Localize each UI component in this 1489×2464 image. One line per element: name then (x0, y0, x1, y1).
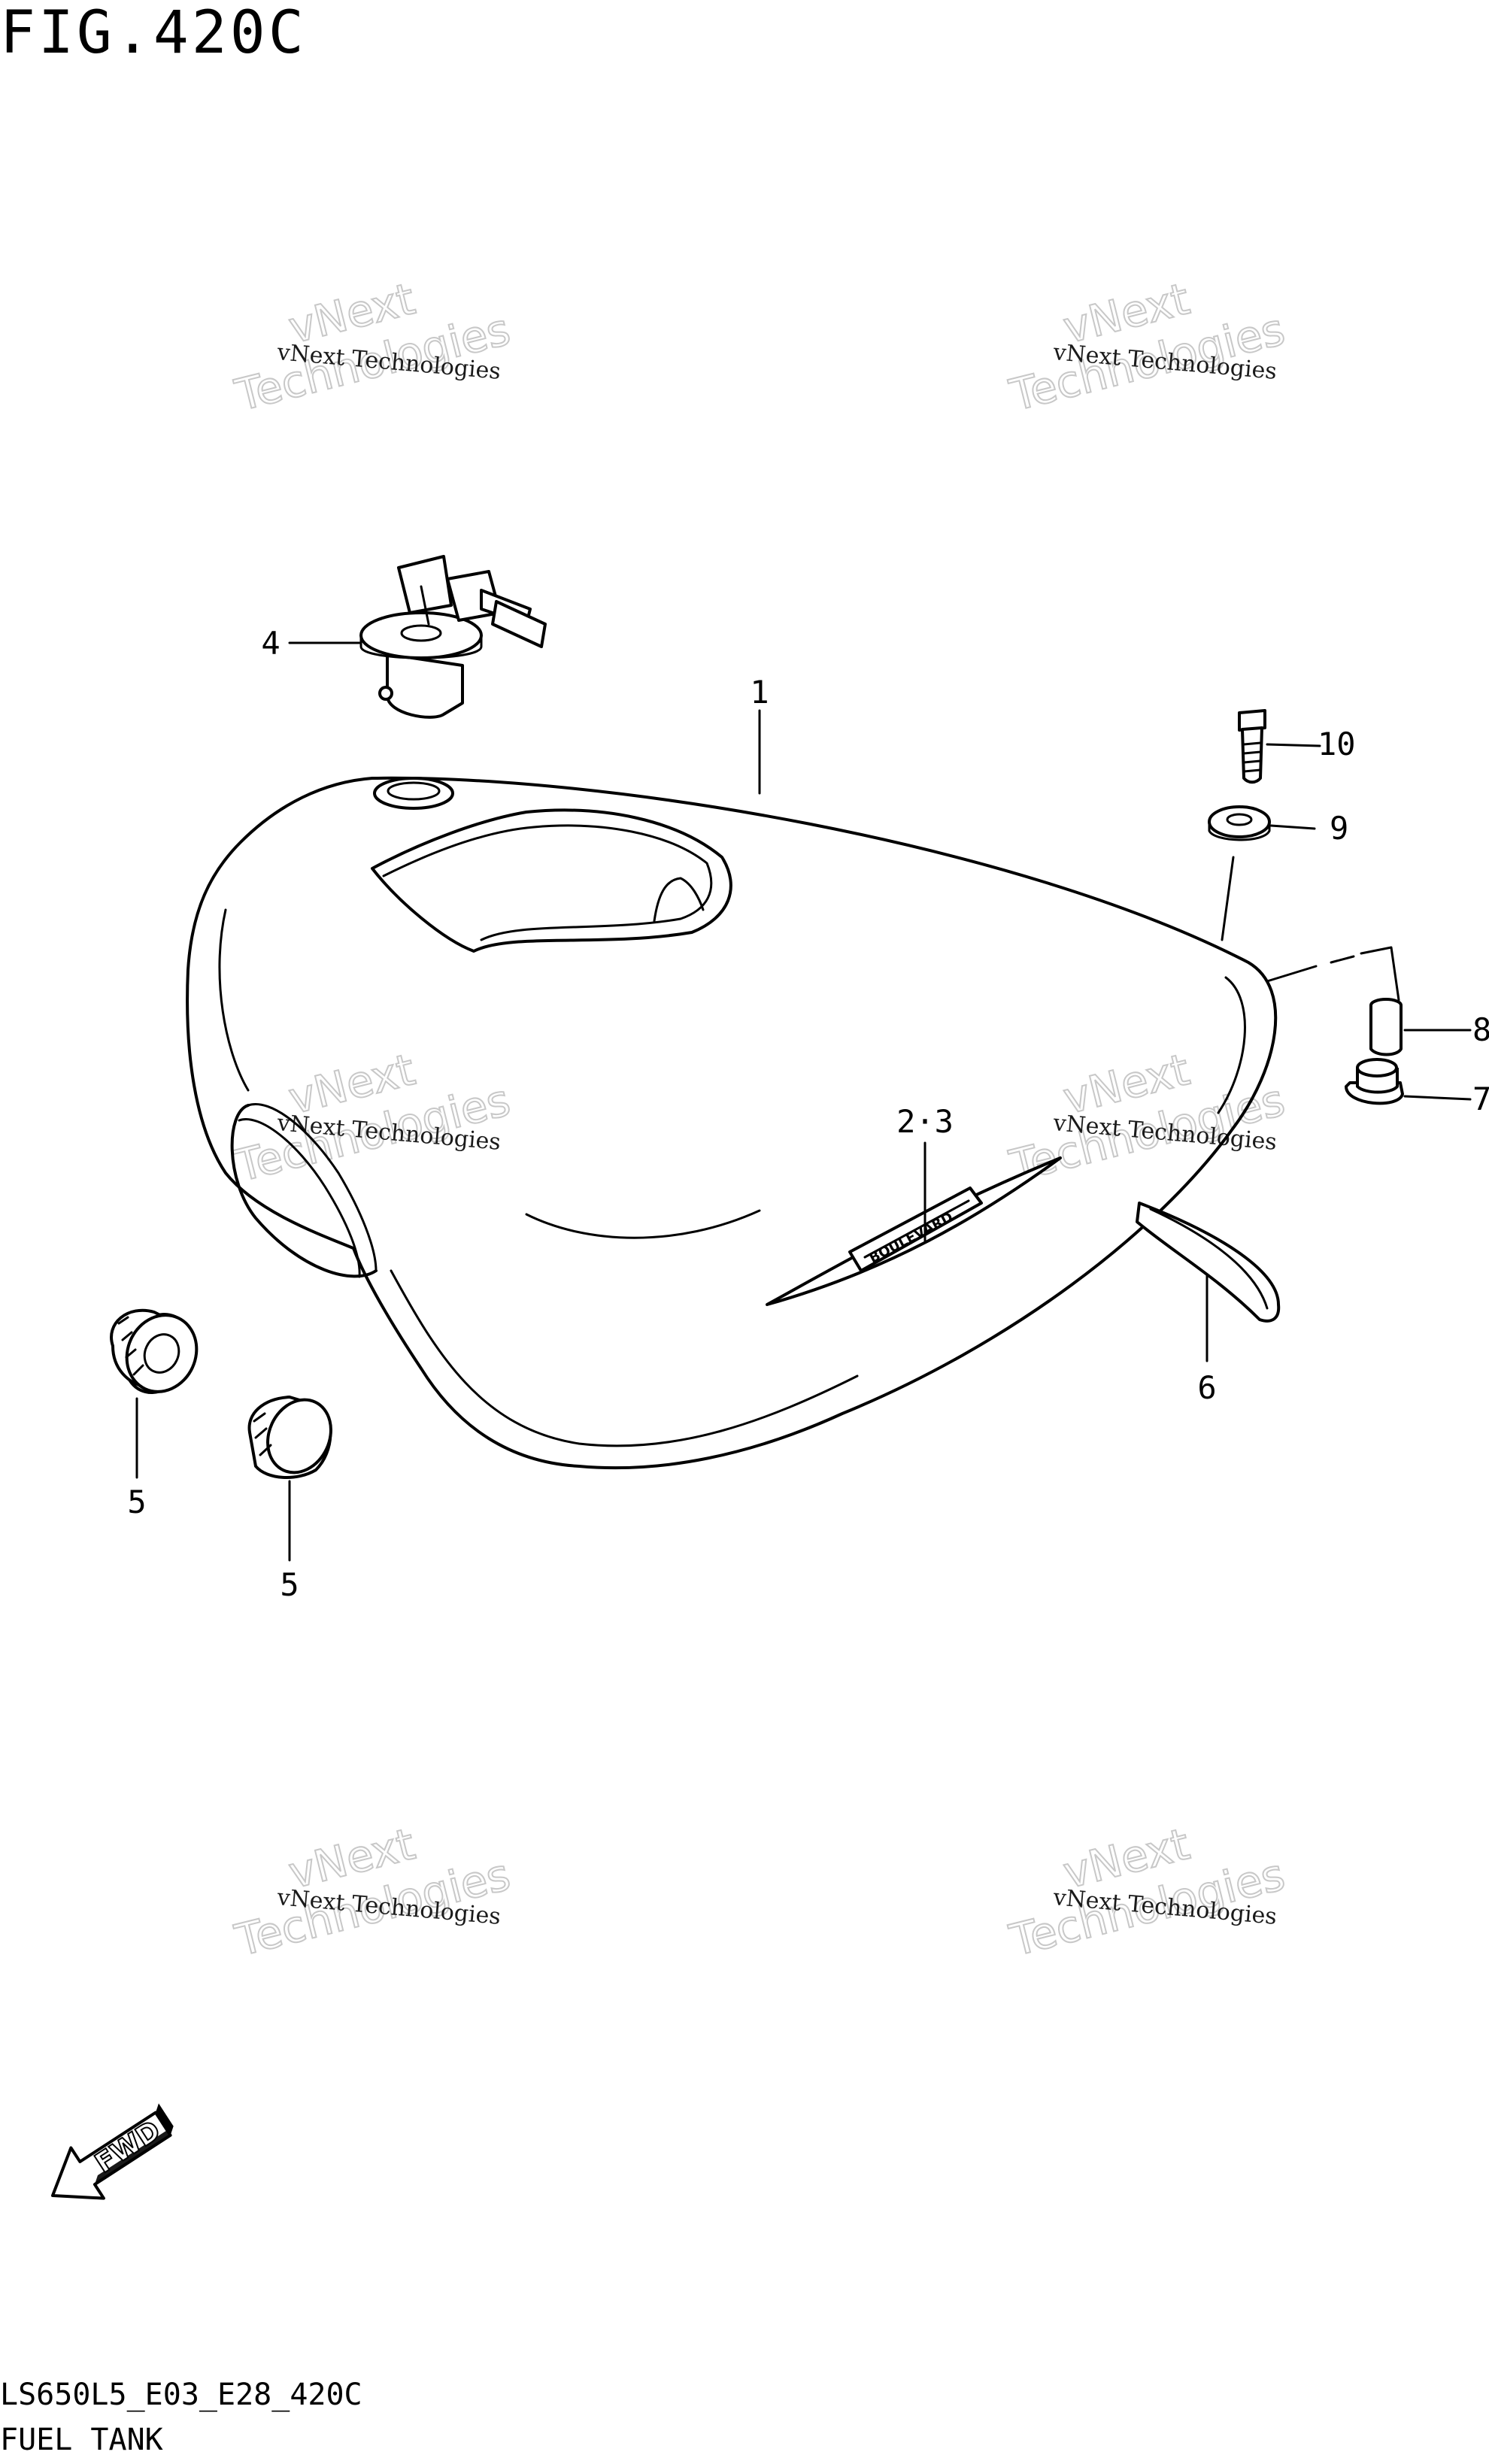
callout-8: 8 (1472, 1011, 1489, 1048)
watermark-top-left: vNext Technologies (229, 272, 516, 422)
fwd-arrow: FWD (51, 2103, 174, 2200)
callout-1: 1 (750, 674, 769, 711)
tank-emblem: BOULEVARD (766, 1156, 1062, 1306)
fwd-label: FWD (89, 2115, 165, 2180)
tank-strip (1136, 1202, 1281, 1323)
bolt (1238, 709, 1266, 784)
fuel-tank (186, 776, 1278, 1470)
watermark-top-right: vNext Technologies (1004, 272, 1290, 422)
watermark-mid-left: vNext Technologies (229, 1043, 516, 1193)
callout-2-3: 2·3 (896, 1103, 954, 1140)
rubber-cap-left (110, 1308, 199, 1395)
figure-name: FUEL TANK (0, 2423, 163, 2457)
callout-9: 9 (1330, 810, 1348, 847)
watermark-bottom-left: vNext Technologies (229, 1817, 516, 1967)
rubber-cap-right (247, 1396, 332, 1479)
callout-5-right: 5 (280, 1566, 299, 1603)
callout-10: 10 (1318, 726, 1356, 762)
figure-code: LS650L5_E03_E28_420C (0, 2378, 362, 2412)
callout-7: 7 (1472, 1080, 1489, 1117)
figure-title: FIG.420C (0, 0, 307, 67)
callout-5-left: 5 (127, 1484, 146, 1520)
watermark-bottom-right: vNext Technologies (1004, 1817, 1290, 1967)
collar (1369, 998, 1403, 1056)
cushion (1345, 1058, 1404, 1105)
fuel-cap (359, 555, 547, 719)
callout-4: 4 (261, 625, 280, 662)
rubber-washer (1208, 805, 1271, 841)
leader-lines (135, 641, 1472, 1562)
callout-6: 6 (1197, 1369, 1216, 1406)
